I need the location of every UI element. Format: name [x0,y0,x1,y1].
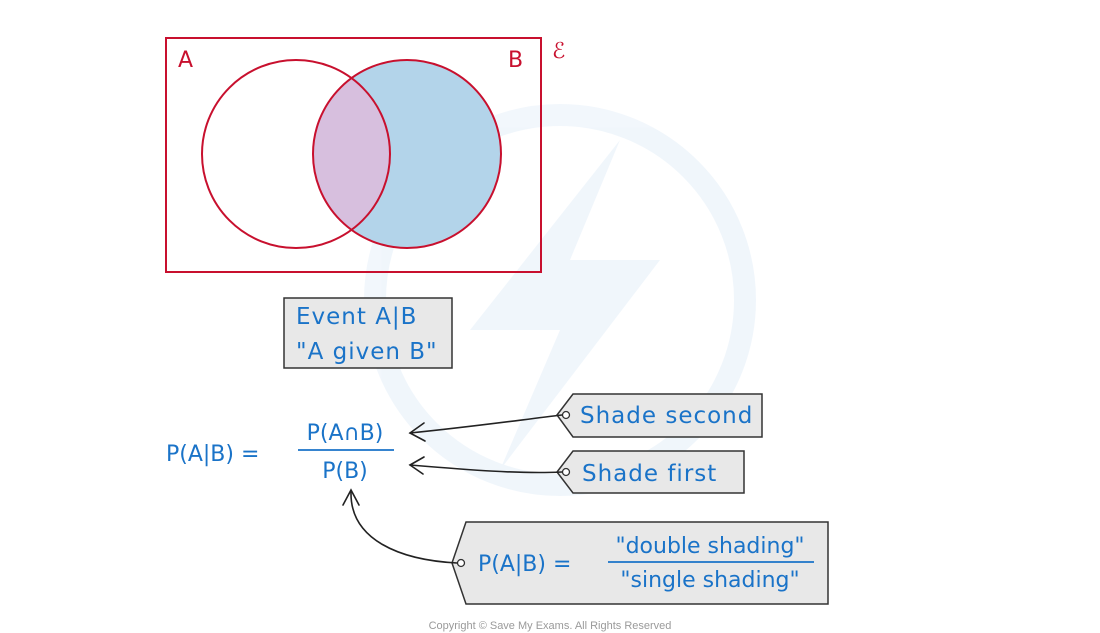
copyright-text: Copyright © Save My Exams. All Rights Re… [428,620,672,632]
tag-shade-first-label: Shade first [582,461,717,487]
arrowhead-icon [408,456,425,475]
shading-formula-numerator: "double shading" [615,534,804,559]
shading-formula-denominator: "single shading" [620,568,799,593]
tag-hole-icon [456,558,466,568]
set-b-circle [312,59,502,249]
formula-numerator: P(A∩B) [307,421,384,446]
tag-hole-icon [561,467,571,477]
shading-formula-box: P(A|B) = "double shading" "single shadin… [451,521,829,605]
set-a-label: A [178,48,193,73]
tag-shade-first: Shade first [556,450,745,494]
tag-shade-second-label: Shade second [580,403,753,429]
arrow-to-numerator [409,414,563,434]
conditional-formula: P(A|B) = P(A∩B) P(B) [166,421,394,484]
arrowhead-icon [342,488,360,506]
intersection-shading [313,60,390,248]
event-box: Event A|B "A given B" [283,297,453,369]
set-a-circle [201,59,391,249]
universal-set-rectangle [165,37,542,273]
event-box-line2: "A given B" [296,339,438,365]
shading-formula-lhs: P(A|B) = [478,552,571,577]
formula-lhs: P(A|B) = [166,442,259,467]
arrow-to-formula [350,491,458,564]
formula-denominator: P(B) [322,459,368,484]
venn-diagram: A B ℰ [165,37,565,273]
arrows [342,414,563,564]
tag-shade-second: Shade second [556,393,763,438]
event-box-line1: Event A|B [296,304,417,330]
arrow-to-denominator [409,464,563,474]
arrowhead-icon [408,422,426,442]
tag-hole-icon [561,410,571,420]
universal-set-label: ℰ [552,39,565,64]
set-b-label: B [508,48,523,73]
